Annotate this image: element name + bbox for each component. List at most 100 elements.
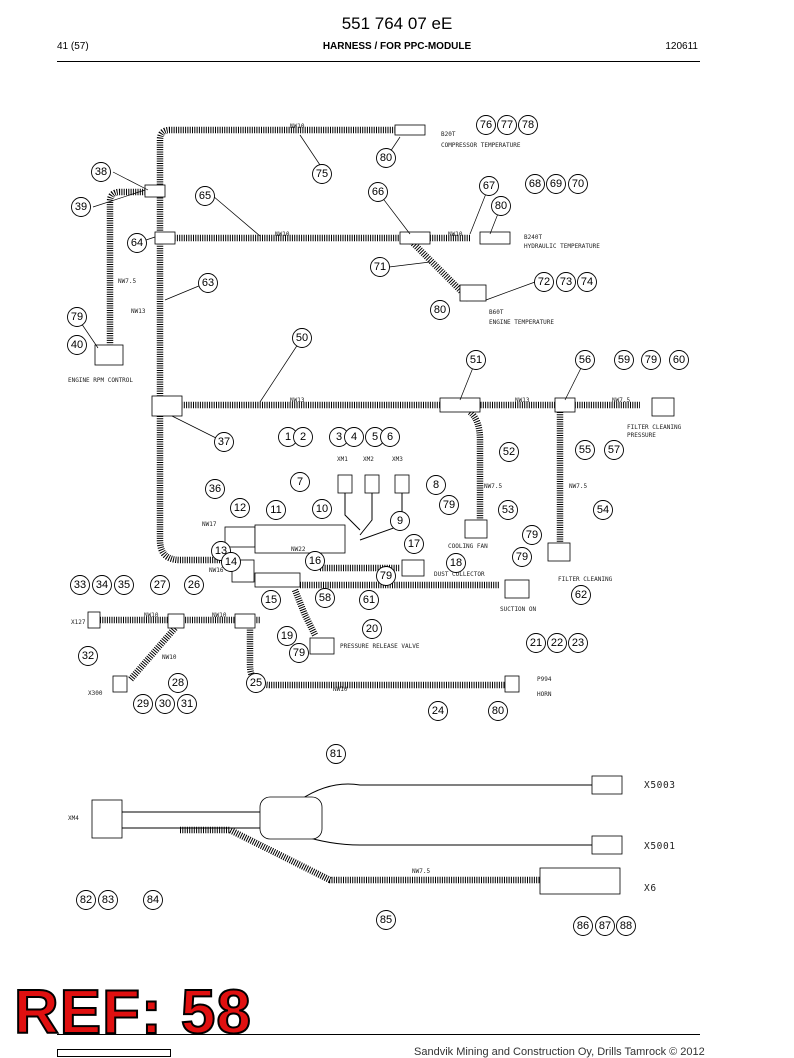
svg-text:73: 73 <box>560 276 572 288</box>
callout-80: 80 <box>376 148 396 168</box>
callout-28: 28 <box>168 673 188 693</box>
hose-cooling-fan-branch <box>467 409 484 520</box>
caption-nw75-lower: NW7.5 <box>412 868 430 875</box>
callout-71: 71 <box>370 257 390 277</box>
caption-nw10-left: NW10 <box>144 612 159 619</box>
svg-text:17: 17 <box>408 538 420 550</box>
connector-compressor <box>394 124 426 136</box>
caption-pressure-release: PRESSURE RELEASE VALVE <box>340 643 420 650</box>
junction-66 <box>399 231 431 245</box>
callout-20: 20 <box>362 619 382 639</box>
callout-63: 63 <box>198 273 218 293</box>
caption-suction-on: SUCTION ON <box>500 606 537 613</box>
svg-text:52: 52 <box>503 446 515 458</box>
callout-17: 17 <box>404 534 424 554</box>
callout-83: 83 <box>98 890 118 910</box>
svg-text:12: 12 <box>234 502 246 514</box>
svg-text:32: 32 <box>82 650 94 662</box>
callout-19: 19 <box>277 626 297 646</box>
svg-text:26: 26 <box>188 579 200 591</box>
lower-harness <box>91 775 623 895</box>
wire-xm2 <box>359 493 373 536</box>
svg-text:37: 37 <box>218 436 230 448</box>
caption-x5003: X5003 <box>644 780 676 791</box>
junction-38 <box>144 184 166 198</box>
callout-72: 72 <box>534 272 554 292</box>
svg-text:79: 79 <box>516 551 528 563</box>
connector-xm2 <box>364 474 380 494</box>
svg-text:81: 81 <box>330 748 342 760</box>
caption-nw13-left: NW13 <box>131 308 146 315</box>
caption-p994: P994 <box>537 676 552 683</box>
connector-dust-collector <box>401 559 425 577</box>
svg-text:8: 8 <box>433 479 439 491</box>
callout-10: 10 <box>312 499 332 519</box>
svg-text:36: 36 <box>209 483 221 495</box>
svg-text:79: 79 <box>380 570 392 582</box>
connector-hydraulic <box>479 231 511 245</box>
callout-55: 55 <box>575 440 595 460</box>
caption-filter-cleaning: FILTER CLEANING <box>558 576 613 583</box>
svg-text:62: 62 <box>575 589 587 601</box>
callout-79: 79 <box>376 566 396 586</box>
callout-75: 75 <box>312 164 332 184</box>
callout-9: 9 <box>390 511 410 531</box>
svg-text:28: 28 <box>172 677 184 689</box>
connector-x6 <box>539 867 621 895</box>
svg-text:5: 5 <box>372 431 378 443</box>
connector-filter-cleaning <box>547 542 571 562</box>
callout-8: 8 <box>426 475 446 495</box>
footer-copyright: Sandvik Mining and Construction Oy, Dril… <box>414 1046 705 1058</box>
callout-37: 37 <box>214 432 234 452</box>
svg-text:59: 59 <box>618 354 630 366</box>
callout-60: 60 <box>669 350 689 370</box>
caption-cooling-fan: COOLING FAN <box>448 543 488 550</box>
caption-dust-collector: DUST COLLECTOR <box>434 571 485 578</box>
callout-79: 79 <box>439 495 459 515</box>
callout-65: 65 <box>195 186 215 206</box>
svg-text:31: 31 <box>181 698 193 710</box>
junction-10 <box>254 524 346 554</box>
callout-25: 25 <box>246 673 266 693</box>
svg-text:83: 83 <box>102 894 114 906</box>
caption-engine-rpm: ENGINE RPM CONTROL <box>68 377 133 384</box>
callout-52: 52 <box>499 442 519 462</box>
callout-68: 68 <box>525 174 545 194</box>
callout-85: 85 <box>376 910 396 930</box>
caption-nw10-x300: NW10 <box>162 654 177 661</box>
callout-40: 40 <box>67 335 87 355</box>
svg-text:7: 7 <box>297 476 303 488</box>
document-title: HARNESS / FOR PPC-MODULE <box>322 41 472 52</box>
caption-x5001: X5001 <box>644 841 676 852</box>
svg-text:6: 6 <box>387 431 393 443</box>
svg-text:27: 27 <box>154 579 166 591</box>
svg-text:69: 69 <box>550 178 562 190</box>
junction-37 <box>151 395 183 417</box>
svg-text:24: 24 <box>432 705 444 717</box>
svg-text:79: 79 <box>293 647 305 659</box>
caption-filter-cleaning-pressure: FILTER CLEANING <box>627 424 682 431</box>
svg-text:11: 11 <box>270 504 281 516</box>
callout-79: 79 <box>522 525 542 545</box>
connector-engine-temp <box>459 284 487 302</box>
caption-nw10-right: NW10 <box>448 231 463 238</box>
svg-text:3: 3 <box>336 431 342 443</box>
svg-text:53: 53 <box>502 504 514 516</box>
callout-15: 15 <box>261 590 281 610</box>
callout-18: 18 <box>446 553 466 573</box>
callout-62: 62 <box>571 585 591 605</box>
callout-79: 79 <box>289 643 309 663</box>
svg-text:20: 20 <box>366 623 378 635</box>
svg-text:85: 85 <box>380 914 392 926</box>
caption-b20t: B20T <box>441 131 456 138</box>
callout-76: 76 <box>476 115 496 135</box>
connector-x300 <box>112 675 128 693</box>
callout-79: 79 <box>67 307 87 327</box>
connector-x127 <box>87 611 101 629</box>
caption-nw10-horn: NW10 <box>333 686 348 693</box>
callout-7: 7 <box>290 472 310 492</box>
callout-86: 86 <box>573 916 593 936</box>
caption-nw75-filter: NW7.5 <box>569 483 587 490</box>
